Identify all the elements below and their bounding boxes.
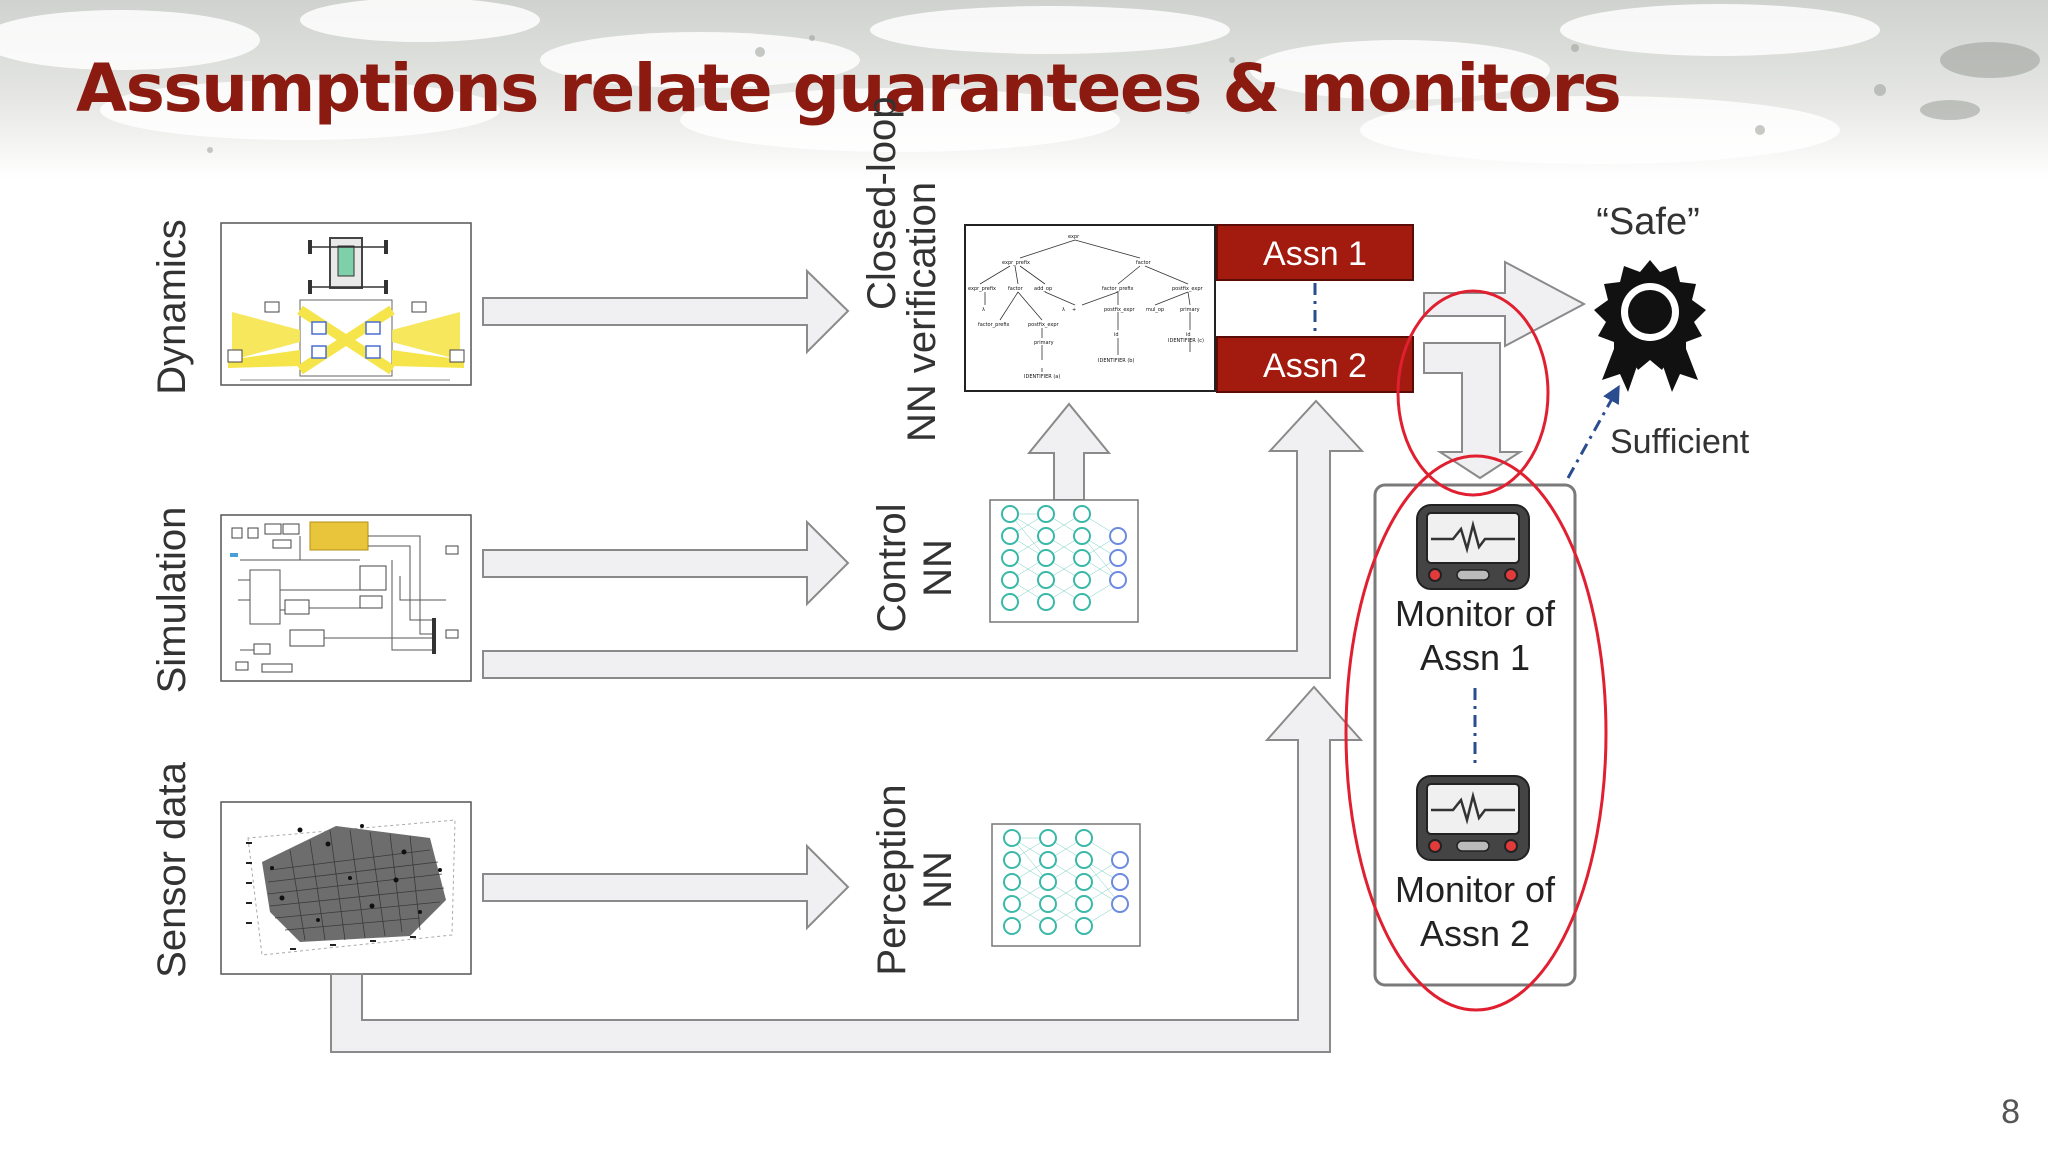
verification-label-line1: Closed-loop xyxy=(860,97,904,310)
parse-l2-0: expr_prefix xyxy=(968,286,996,292)
parse-root: expr xyxy=(1068,234,1080,240)
monitor-container: Monitor of Assn 1 Monitor of Assn 2 xyxy=(1373,483,1577,987)
sufficient-label: Sufficient xyxy=(1610,423,1750,461)
parse-l2-2: add_op xyxy=(1034,286,1052,292)
monitor-assn1-line2: Assn 1 xyxy=(1420,637,1530,678)
highlight-ring-monitors xyxy=(1344,454,1608,1012)
parse-l3-4: λ xyxy=(1062,307,1065,313)
parse-l4-1: id xyxy=(1114,332,1119,338)
verification-parse-tree: expr expr_prefix factor expr_prefix fact… xyxy=(964,224,1216,392)
award-ribbon-icon xyxy=(1594,260,1706,392)
parse-l5-1: IDENTIFIER (b) xyxy=(1098,358,1134,364)
perception-label-line1: Perception xyxy=(870,784,914,975)
assn2-label: Assn 2 xyxy=(1263,347,1367,385)
arrow-assn2-to-monitor xyxy=(1423,342,1524,480)
arrow-dynamics-to-verification xyxy=(482,268,850,355)
verification-label: Closed-loop NN verification xyxy=(860,97,944,442)
parse-l2-1: factor xyxy=(1008,286,1024,292)
assn2-box: Assn 2 xyxy=(1216,336,1414,393)
assn1-box: Assn 1 xyxy=(1216,224,1414,281)
control-label: Control NN xyxy=(870,504,960,633)
parse-l1-0: expr_prefix xyxy=(1002,260,1030,266)
parse-l1-1: factor xyxy=(1136,260,1152,266)
sufficient-dashed-arrow xyxy=(1566,384,1620,479)
parse-l5-0: IDENTIFIER (a) xyxy=(1024,374,1060,380)
sensor-data-label: Sensor data xyxy=(150,761,194,977)
monitor-assn2-line1: Monitor of xyxy=(1395,869,1556,910)
perception-label: Perception NN xyxy=(870,784,960,975)
slide-title: Assumptions relate guarantees & monitors xyxy=(76,50,1622,127)
dynamics-thumbnail xyxy=(220,222,472,386)
parse-l3-1: factor_prefix xyxy=(978,322,1009,328)
control-label-line2: NN xyxy=(916,539,960,597)
assn1-label: Assn 1 xyxy=(1263,235,1367,273)
parse-l3-0: λ xyxy=(982,307,985,313)
monitor-assn1-icon xyxy=(1416,504,1530,590)
simulation-label: Simulation xyxy=(150,507,194,694)
perception-label-line2: NN xyxy=(916,851,960,909)
parse-l3-7: primary xyxy=(1180,307,1200,313)
arrow-sensor-to-perception xyxy=(482,843,850,931)
sensor-data-thumbnail xyxy=(220,801,472,975)
arrow-simulation-to-assn2 xyxy=(482,399,1365,679)
arrow-simulation-to-control xyxy=(482,519,850,607)
arrow-assn1-to-safe xyxy=(1423,260,1587,348)
control-nn-thumbnail xyxy=(989,499,1139,623)
arrow-sensor-to-monitors xyxy=(330,685,1364,1053)
monitor-assn2-line2: Assn 2 xyxy=(1420,913,1530,954)
parse-l4-0: primary xyxy=(1034,340,1054,346)
parse-l3-2: postfix_expr xyxy=(1028,322,1060,328)
highlight-ring-assn2 xyxy=(1396,289,1550,497)
parse-l3-3: + xyxy=(1072,307,1076,313)
dynamics-label: Dynamics xyxy=(150,219,194,395)
header-banner xyxy=(0,0,2048,180)
arrow-control-to-verification xyxy=(1026,402,1112,501)
control-label-line1: Control xyxy=(870,504,914,633)
parse-l2-3: factor_prefix xyxy=(1102,286,1133,292)
parse-l3-5: postfix_expr xyxy=(1104,307,1136,313)
monitor-assn1-line1: Monitor of xyxy=(1395,593,1556,634)
perception-nn-thumbnail xyxy=(991,823,1141,947)
monitor-assn2-icon xyxy=(1416,775,1530,861)
page-number: 8 xyxy=(2001,1093,2020,1131)
simulation-thumbnail xyxy=(220,514,472,682)
parse-l3-6: mul_op xyxy=(1146,307,1164,313)
parse-l4-2: id xyxy=(1186,332,1191,338)
safe-label: “Safe” xyxy=(1596,201,1699,243)
parse-l2-4: postfix_expr xyxy=(1172,286,1204,292)
parse-l5-2: IDENTIFIER (c) xyxy=(1168,338,1204,344)
verification-label-line2: NN verification xyxy=(900,182,944,442)
